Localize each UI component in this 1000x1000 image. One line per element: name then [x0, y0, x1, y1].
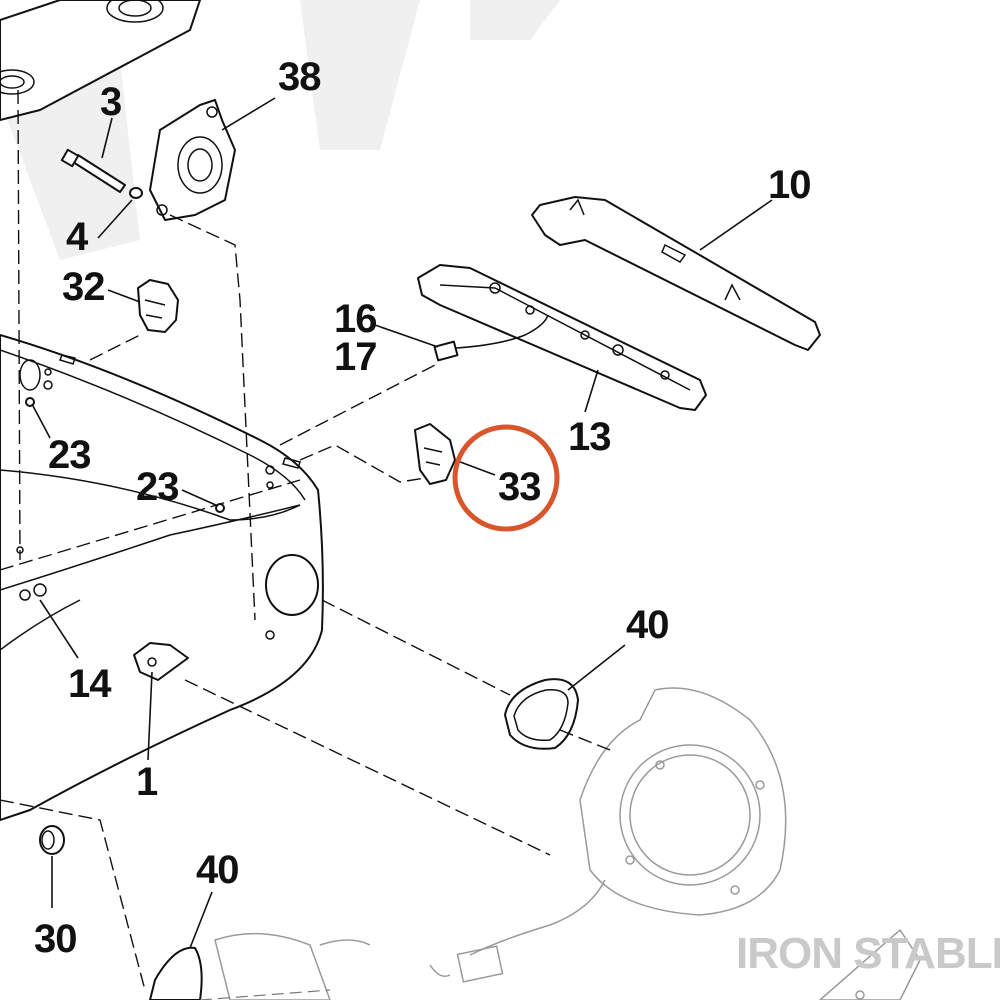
callout-33: 33 [498, 465, 541, 509]
callout-32: 32 [62, 265, 105, 309]
upper-housing-fragment [0, 0, 201, 121]
part-3-bolt [60, 148, 126, 193]
highlight-circle [452, 424, 560, 532]
main-fairing-body [0, 334, 324, 821]
callout-38: 38 [278, 55, 321, 99]
callout-40-lower: 40 [196, 848, 239, 892]
callout-3: 3 [100, 80, 121, 124]
part-33-latch [414, 423, 456, 485]
leader-lines [31, 97, 773, 949]
callout-17: 17 [334, 335, 377, 379]
part-32-latch [137, 279, 179, 333]
part-38-bracket [149, 99, 236, 221]
assembly-dashed-lines [0, 89, 611, 1000]
watermark-label: IRON STABLE [736, 929, 1000, 978]
lower-panel-fragments [149, 928, 921, 1000]
callout-1: 1 [136, 760, 158, 804]
callout-16: 16 [334, 297, 377, 341]
callout-14: 14 [68, 662, 112, 706]
part-16-17-wire [433, 314, 549, 362]
speaker-enclosure [429, 687, 787, 983]
callout-13: 13 [568, 415, 611, 459]
callout-23-left: 23 [48, 433, 91, 477]
part-4-washer [129, 187, 143, 199]
part-13-light-bar [417, 264, 707, 411]
callout-labels: 3 38 4 32 10 16 17 13 23 23 33 14 40 1 3… [34, 55, 812, 961]
callout-23-center: 23 [136, 465, 179, 509]
callout-30: 30 [34, 917, 77, 961]
part-30-grommet [39, 825, 65, 855]
callout-10: 10 [768, 163, 811, 207]
callout-4: 4 [66, 215, 89, 259]
part-40-seal-ring-upper [504, 678, 579, 750]
part-1-plate [133, 642, 189, 681]
callout-40-upper: 40 [626, 603, 669, 647]
part-10-trim-strip [531, 196, 821, 351]
